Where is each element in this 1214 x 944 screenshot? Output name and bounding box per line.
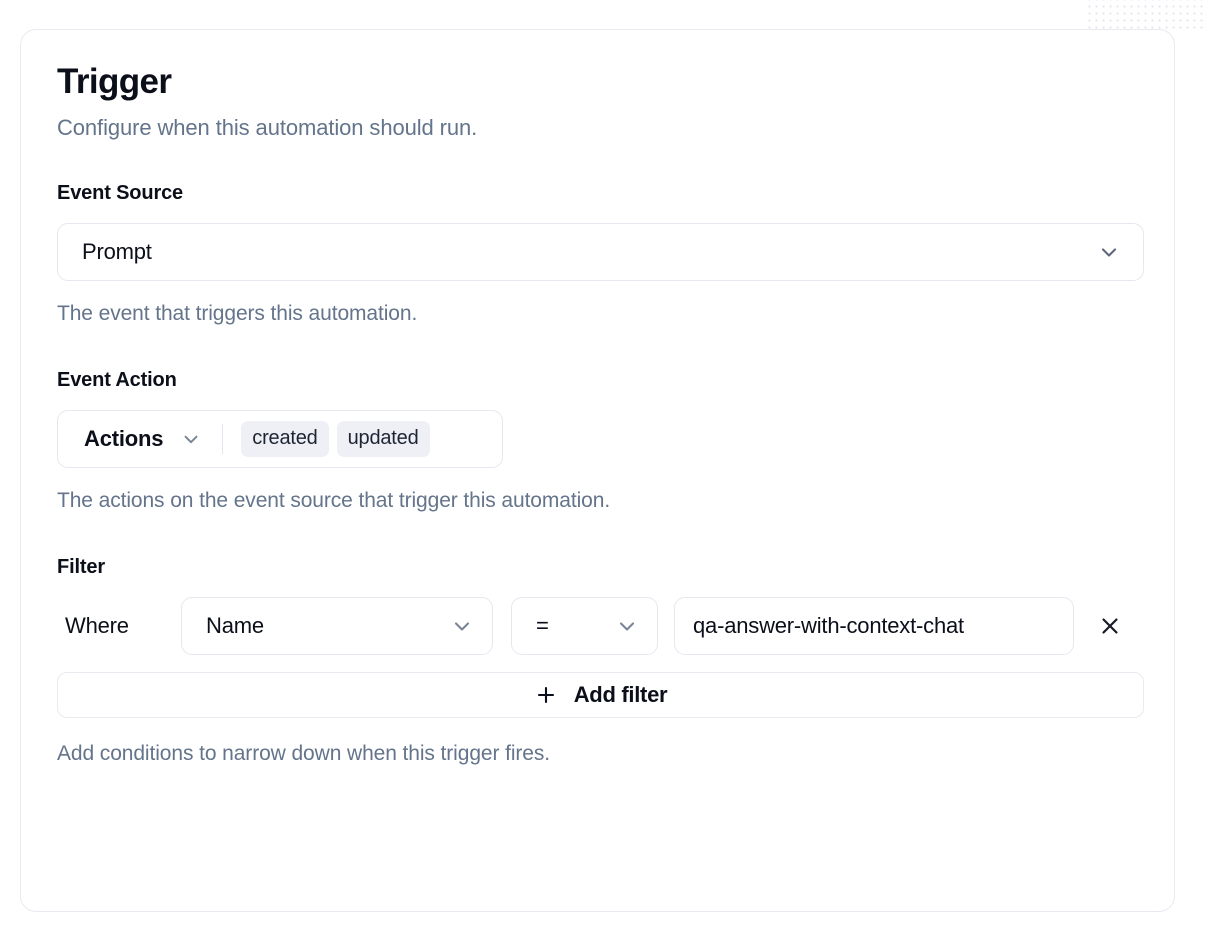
actions-dropdown-trigger[interactable]: Actions xyxy=(84,426,202,452)
filter-label: Filter xyxy=(57,556,105,579)
event-source-value: Prompt xyxy=(82,239,152,265)
add-filter-label: Add filter xyxy=(573,682,668,708)
actions-dropdown-label: Actions xyxy=(84,426,164,452)
event-action-group: Event Action Actions created updated The… xyxy=(57,369,1138,513)
page-subtitle: Configure when this automation should ru… xyxy=(57,115,478,141)
event-source-help: The event that triggers this automation. xyxy=(57,302,418,326)
action-chip[interactable]: updated xyxy=(336,421,430,458)
filter-value-input[interactable]: qa-answer-with-context-chat xyxy=(674,597,1074,656)
event-source-label: Event Source xyxy=(57,182,184,205)
event-action-label: Event Action xyxy=(57,369,177,392)
filter-value-text: qa-answer-with-context-chat xyxy=(693,613,964,639)
filter-operator-select[interactable]: = xyxy=(511,597,658,656)
vertical-divider xyxy=(222,424,224,455)
remove-filter-button[interactable] xyxy=(1086,602,1134,650)
chevron-down-icon xyxy=(184,435,198,444)
event-action-help: The actions on the event source that tri… xyxy=(57,489,611,513)
action-chip[interactable]: created xyxy=(241,421,329,458)
chevron-down-icon xyxy=(619,622,635,631)
chevron-down-icon xyxy=(454,622,470,631)
filter-group: Filter Where Name = qa-answer-with-conte… xyxy=(57,556,1144,766)
filter-field-value: Name xyxy=(206,613,264,639)
chevron-down-icon xyxy=(1101,248,1117,257)
event-source-group: Event Source Prompt The event that trigg… xyxy=(57,182,1144,326)
where-label: Where xyxy=(65,613,129,639)
page-title: Trigger xyxy=(57,62,172,101)
filter-operator-value: = xyxy=(536,613,549,639)
event-action-control: Actions created updated xyxy=(57,410,503,469)
close-icon xyxy=(1102,618,1118,634)
add-filter-button[interactable]: Add filter xyxy=(57,672,1144,719)
filter-row: Where Name = qa-answer-with-context-chat xyxy=(57,597,1138,656)
selected-actions-chips: created updated xyxy=(241,421,430,458)
filter-field-select[interactable]: Name xyxy=(181,597,493,656)
plus-icon xyxy=(537,687,554,704)
trigger-card: Trigger Configure when this automation s… xyxy=(20,29,1175,912)
event-source-select[interactable]: Prompt xyxy=(57,223,1144,282)
filter-help: Add conditions to narrow down when this … xyxy=(57,742,551,766)
decorative-dot-grid xyxy=(1086,0,1206,30)
